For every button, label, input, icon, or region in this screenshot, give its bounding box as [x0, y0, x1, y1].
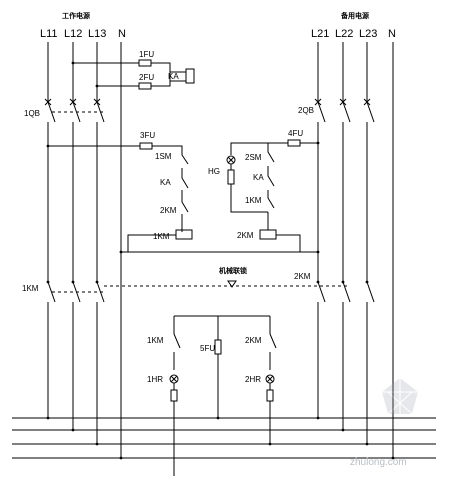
left-supply-phases — [44, 42, 122, 458]
sm1-label: 1SM — [155, 152, 172, 161]
right-control-circuit — [226, 139, 320, 254]
ka-contact-right-label: KA — [253, 173, 264, 182]
output-busbars — [12, 416, 436, 460]
phase-label-n-right: N — [388, 28, 396, 40]
right-supply-phases — [314, 42, 394, 458]
km1-coil-label: 1KM — [153, 232, 170, 241]
indicator-circuit — [169, 315, 277, 476]
km1-main-label: 1KM — [22, 284, 39, 293]
hr2-resistor-symbol — [266, 389, 274, 402]
phase-label-l21: L21 — [311, 28, 329, 40]
interlock-triangle-icon — [227, 280, 237, 288]
fu2-label: 2FU — [139, 73, 154, 82]
ka-relay-circuit — [71, 59, 195, 90]
interlock-label: 机械联锁 — [219, 266, 247, 275]
sm2-label: 2SM — [245, 153, 262, 162]
fu5-label: 5FU — [200, 344, 215, 353]
ka-coil-symbol — [185, 68, 195, 84]
hr2-label: 2HR — [245, 375, 261, 384]
fu3-label: 3FU — [140, 131, 155, 140]
working-power-heading: 工作电源 — [62, 11, 90, 20]
ka-contact-left-label: KA — [160, 178, 171, 187]
phase-label-n-left: N — [118, 28, 126, 40]
km1-interlock-label: 1KM — [245, 196, 262, 205]
watermark-logo — [382, 378, 418, 415]
ka-coil-label: KA — [168, 72, 179, 81]
hr1-label: 1HR — [147, 375, 163, 384]
hg-resistor-symbol — [227, 169, 235, 185]
km1-coil-symbol — [175, 229, 193, 240]
km2-main-label: 2KM — [294, 272, 311, 281]
km2-coil-label: 2KM — [237, 231, 254, 240]
fu4-label: 4FU — [288, 129, 303, 138]
km2-coil-symbol — [259, 229, 277, 240]
fu5-fuse-symbol — [214, 339, 222, 355]
phase-label-l22: L22 — [335, 28, 353, 40]
watermark-text: zhulong.com — [350, 457, 407, 468]
hr1-resistor-symbol — [170, 389, 178, 402]
qb1-label: 1QB — [24, 109, 40, 118]
qb2-label: 2QB — [298, 106, 314, 115]
phase-label-l13: L13 — [88, 28, 106, 40]
fu3-fuse-symbol — [139, 142, 153, 150]
phase-label-l23: L23 — [359, 28, 377, 40]
km1-indicator-label: 1KM — [147, 336, 164, 345]
fu2-fuse-symbol — [138, 82, 152, 90]
hg-label: HG — [208, 167, 220, 176]
fu4-fuse-symbol — [287, 139, 301, 147]
fu1-label: 1FU — [139, 50, 154, 59]
km2-interlock-label: 2KM — [160, 206, 177, 215]
phase-label-l12: L12 — [64, 28, 82, 40]
standby-power-heading: 备用电源 — [340, 11, 369, 20]
fu1-fuse-symbol — [138, 59, 152, 67]
left-control-circuit — [46, 142, 193, 253]
km2-indicator-label: 2KM — [245, 336, 262, 345]
phase-label-l11: L11 — [40, 28, 58, 40]
